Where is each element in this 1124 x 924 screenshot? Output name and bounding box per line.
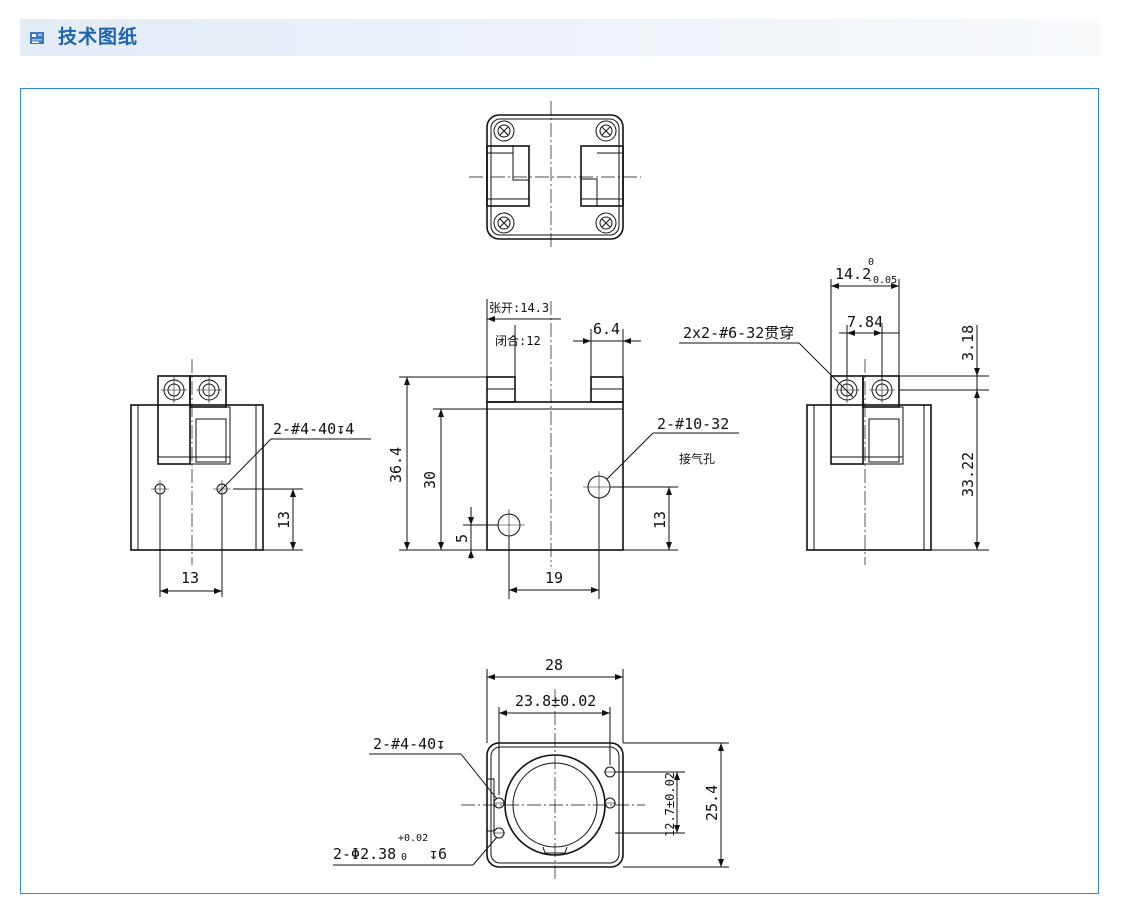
section-header: 技术图纸 xyxy=(20,19,1100,56)
bottom-pin-lower-tol: 0 xyxy=(401,852,407,863)
pin-hole-icon xyxy=(604,797,616,809)
tapped-hole-icon xyxy=(493,797,505,809)
front-jaw-dim: 6.4 xyxy=(593,320,620,338)
bottom-pin-callout: 2-Φ2.38 xyxy=(333,845,396,863)
right-height-dim: 33.22 xyxy=(959,452,977,497)
technical-drawing: 2-#4-40↧4 13 13 xyxy=(130,101,989,879)
thread-hole-icon xyxy=(161,377,187,403)
left-hole-span-dim: 13 xyxy=(181,569,199,587)
bottom-hole-width-dim: 23.8±0.02 xyxy=(515,692,596,710)
bottom-pin-upper-tol: +0.02 xyxy=(398,833,428,844)
front-port-note: 接气孔 xyxy=(679,451,715,466)
front-view-body xyxy=(486,401,624,551)
right-view-body xyxy=(806,404,932,551)
front-port-high-dim: 13 xyxy=(651,511,669,529)
bottom-hole-pitch-dim: 12.7±0.02 xyxy=(663,772,677,837)
left-view-jaw-cap xyxy=(189,375,227,408)
front-body-height-dim: 30 xyxy=(421,471,439,489)
top-right-jaw-step xyxy=(580,178,598,207)
left-hole-height-dim: 13 xyxy=(275,511,293,529)
top-left-jaw xyxy=(486,145,530,207)
bottom-bore-inner xyxy=(512,762,598,848)
left-view-body xyxy=(130,404,264,551)
right-hole-pitch-dim: 7.84 xyxy=(847,313,883,331)
top-view-inner-outline xyxy=(490,118,620,236)
right-view-jaw-cap xyxy=(862,375,900,408)
screw-icon xyxy=(595,212,617,234)
right-thru-callout: 2x2-#6-32贯穿 xyxy=(683,324,794,342)
front-port-low-dim: 5 xyxy=(453,534,471,543)
front-open-dim: 张开:14.3 xyxy=(489,301,549,315)
thread-hole-icon xyxy=(834,377,860,403)
top-view xyxy=(469,101,641,249)
left-side-view: 2-#4-40↧4 13 13 xyxy=(130,359,371,597)
front-port-span-dim: 19 xyxy=(545,569,563,587)
right-width-lower-tol: -0.05 xyxy=(867,275,897,286)
drawing-frame: 2-#4-40↧4 13 13 xyxy=(20,88,1099,894)
front-total-height-dim: 36.4 xyxy=(387,447,405,483)
top-right-jaw xyxy=(580,145,624,207)
right-top-offset-dim: 3.18 xyxy=(959,325,977,361)
left-thread-callout: 2-#4-40↧4 xyxy=(273,420,354,438)
right-side-view: 14.2 0 -0.05 7.84 2x2-#6-32贯穿 3.18 33.22 xyxy=(679,257,989,565)
bottom-thread-callout: 2-#4-40↧ xyxy=(373,735,445,753)
thread-hole-icon xyxy=(869,377,895,403)
pin-hole-icon xyxy=(493,827,505,839)
top-left-jaw-step xyxy=(512,145,530,181)
screw-icon xyxy=(493,212,515,234)
air-port-icon xyxy=(583,471,615,503)
thread-hole-icon xyxy=(196,377,222,403)
bottom-pin-depth: ↧6 xyxy=(429,845,447,863)
front-close-dim: 闭合:12 xyxy=(495,333,541,348)
bottom-total-height-dim: 25.4 xyxy=(703,785,721,821)
bottom-view: 28 23.8±0.02 25.4 12.7±0.02 2-#4-40↧ xyxy=(333,656,729,879)
gear-doc-icon xyxy=(30,32,44,44)
screw-icon xyxy=(595,120,617,142)
front-view: 36.4 30 5 13 19 xyxy=(387,299,739,599)
bottom-total-width-dim: 28 xyxy=(545,656,563,674)
front-port-callout: 2-#10-32 xyxy=(657,415,729,433)
tapped-hole-icon xyxy=(604,766,616,778)
right-width-dim: 14.2 xyxy=(835,265,871,283)
section-title: 技术图纸 xyxy=(58,26,139,48)
screw-icon xyxy=(493,120,515,142)
right-width-upper-tol: 0 xyxy=(868,257,874,268)
